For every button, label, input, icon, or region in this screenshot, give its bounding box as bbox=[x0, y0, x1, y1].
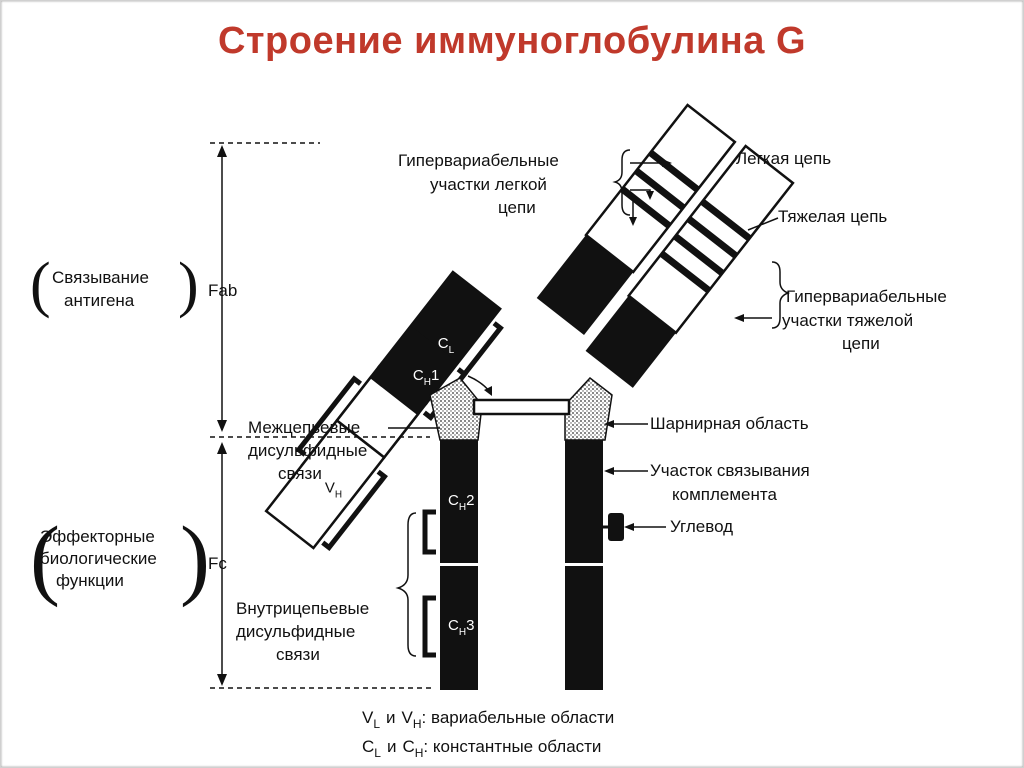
left-ch1-label: CH1 bbox=[413, 367, 439, 388]
interchain-disulfide-bond bbox=[472, 398, 571, 416]
right-hinge bbox=[564, 376, 613, 441]
hinge-region-label: Шарнирная область bbox=[650, 414, 809, 433]
carbohydrate-block bbox=[608, 513, 624, 541]
right-light-chain bbox=[536, 103, 737, 335]
left-ch1-domain bbox=[370, 325, 459, 415]
slide-title: Строение иммуноглобулина G bbox=[217, 20, 807, 62]
svg-text:): ) bbox=[178, 251, 199, 319]
right-heavy-chain-arm bbox=[585, 144, 795, 388]
svg-text:): ) bbox=[180, 509, 210, 608]
ch3-label: CH3 bbox=[448, 617, 474, 638]
right-fc-stem bbox=[565, 440, 624, 690]
left-scale bbox=[210, 142, 435, 689]
left-cl-label: CL bbox=[438, 335, 455, 356]
intrachain-bonds-label: Внутрицепьевые дисульфидные связи bbox=[236, 599, 374, 664]
fc-label: Fc bbox=[208, 554, 227, 573]
fab-label: Fab bbox=[208, 281, 237, 300]
complement-binding-label: Участок связывания комплемента bbox=[650, 461, 815, 504]
svg-text:(: ( bbox=[30, 509, 60, 608]
interchain-bonds-label: Межцепьевые дисульфидные связи bbox=[248, 418, 372, 483]
left-heavy-chain-arm: VH CH1 bbox=[264, 325, 468, 552]
left-hinge bbox=[429, 377, 483, 441]
hypervariable-heavy-label: Гипервариабельные участки тяжелой цепи bbox=[782, 287, 952, 353]
hypervariable-light-label: Гипервариабельные участки легкой цепи bbox=[398, 151, 564, 217]
left-vh-label: VH bbox=[325, 480, 342, 501]
light-chain-label: Легкая цепь bbox=[736, 149, 831, 168]
carbohydrate-label: Углевод bbox=[670, 517, 733, 536]
svg-text:(: ( bbox=[30, 251, 51, 319]
left-fc-stem: CH2 CH3 bbox=[422, 440, 478, 690]
heavy-chain-label: Тяжелая цепь bbox=[778, 207, 887, 226]
ch2-label: CH2 bbox=[448, 492, 474, 513]
effector-functions-label: Эффекторные биологические функции bbox=[40, 527, 162, 590]
antigen-binding-label: Связывание антигена bbox=[52, 268, 154, 310]
